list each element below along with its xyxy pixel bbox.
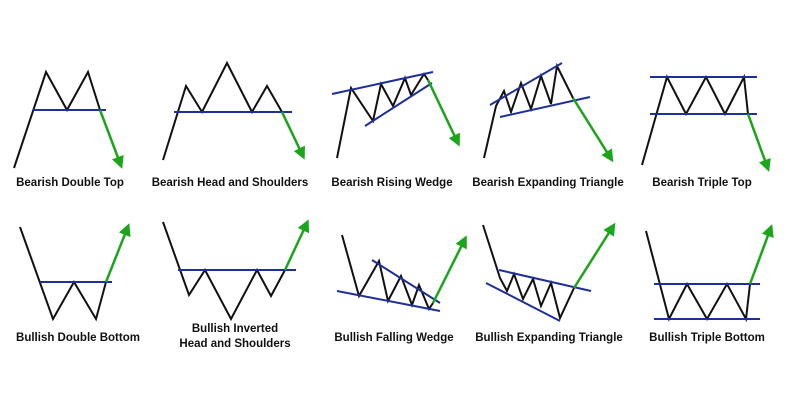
label-bullish-inverted-head-and-shoulders: Bullish Inverted Head and Shoulders [179, 322, 290, 352]
label-line: Bearish Double Top [16, 177, 124, 189]
breakdown-arrow [746, 113, 771, 172]
label-line: Bullish Expanding Triangle [475, 332, 623, 344]
label-bearish-expanding-triangle: Bearish Expanding Triangle [472, 176, 623, 191]
breakdown-arrow [571, 97, 614, 163]
bullish-double-bottom-figure [19, 223, 131, 322]
resistance-line [371, 259, 441, 304]
bearish-expanding-triangle-figure [483, 62, 614, 163]
upper-trendline [498, 269, 592, 292]
label-line: Bearish Rising Wedge [331, 177, 453, 189]
label-bearish-triple-top: Bearish Triple Top [652, 176, 751, 191]
breakout-arrow [283, 219, 310, 271]
label-line: Head and Shoulders [179, 338, 291, 350]
resistance-line [331, 71, 434, 95]
price-line [162, 221, 286, 322]
breakdown-arrow [98, 109, 124, 169]
label-bearish-rising-wedge: Bearish Rising Wedge [331, 176, 452, 191]
bearish-double-top-figure [13, 69, 124, 169]
support-line [364, 82, 433, 127]
label-line: Bearish Head and Shoulders [151, 177, 309, 189]
label-bearish-head-and-shoulders: Bearish Head and Shoulders [152, 176, 309, 191]
price-line [341, 234, 434, 312]
bearish-rising-wedge-figure [331, 71, 460, 159]
label-line: Bullish Inverted [191, 323, 279, 335]
breakdown-arrow [280, 111, 305, 160]
label-bullish-triple-bottom: Bullish Triple Bottom [649, 331, 765, 346]
breakdown-arrow [426, 79, 460, 147]
label-bullish-expanding-triangle: Bullish Expanding Triangle [475, 331, 623, 346]
breakout-arrow [748, 224, 774, 285]
price-line [482, 224, 575, 321]
label-line: Bearish Triple Top [652, 177, 752, 189]
bearish-triple-top-figure [641, 73, 771, 172]
support-line [336, 290, 441, 312]
label-bullish-falling-wedge: Bullish Falling Wedge [334, 331, 453, 346]
label-line: Bullish Double Bottom [16, 332, 140, 344]
price-line [641, 73, 749, 166]
price-line [483, 62, 574, 159]
label-line: Bullish Falling Wedge [334, 332, 454, 344]
label-line: Bullish Triple Bottom [649, 332, 765, 344]
breakout-arrow [431, 235, 467, 304]
price-line [336, 72, 429, 159]
breakout-arrow [104, 223, 131, 283]
label-line: Bearish Expanding Triangle [472, 177, 624, 189]
bullish-inverted-head-and-shoulders-figure [162, 219, 310, 322]
price-line [19, 226, 107, 322]
breakout-arrow [572, 222, 616, 289]
label-bullish-double-bottom: Bullish Double Bottom [16, 331, 140, 346]
bullish-expanding-triangle-figure [482, 222, 616, 322]
upper-trendline [489, 62, 563, 106]
price-line [162, 60, 283, 161]
lower-trendline [485, 282, 561, 322]
bullish-falling-wedge-figure [336, 234, 467, 312]
label-bearish-double-top: Bearish Double Top [16, 176, 124, 191]
bullish-triple-bottom-figure [645, 224, 774, 323]
price-line [645, 230, 751, 323]
bearish-head-and-shoulders-figure [162, 60, 305, 161]
price-line [13, 69, 101, 169]
